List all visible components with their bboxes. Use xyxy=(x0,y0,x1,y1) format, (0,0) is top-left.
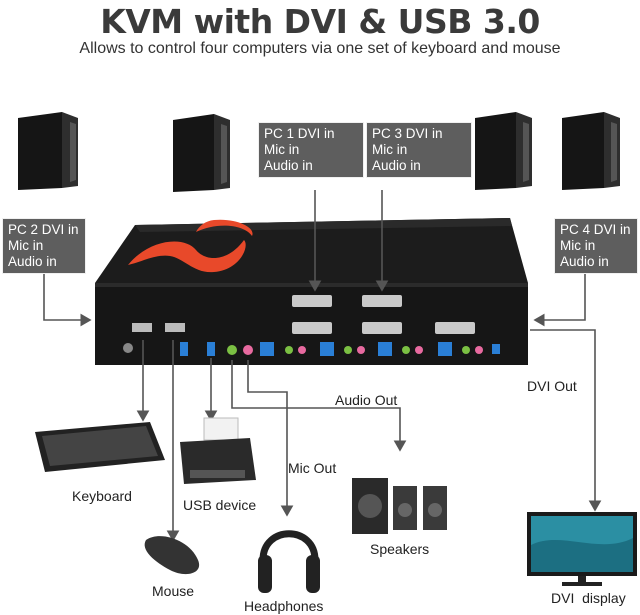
pc3-label-line: Audio in xyxy=(372,158,421,173)
pc2-label-line: Audio in xyxy=(8,254,57,269)
pc4-label: PC 4 DVI in Mic in Audio in xyxy=(554,218,638,274)
dvi-out-label: DVI Out xyxy=(527,378,577,394)
printer-icon xyxy=(180,417,256,484)
pc1-label-line: PC 1 DVI in xyxy=(264,126,335,141)
page-title: KVM with DVI & USB 3.0 xyxy=(100,2,540,41)
pc3-tower-icon xyxy=(475,112,532,190)
pc2-label: PC 2 DVI in Mic in Audio in xyxy=(2,218,86,274)
pc2-tower-icon xyxy=(18,112,78,190)
dvi-display-label: DVI display xyxy=(551,590,626,606)
mic-out-label: Mic Out xyxy=(288,460,337,476)
mouse-label: Mouse xyxy=(152,583,195,599)
pc1-label-line: Mic in xyxy=(264,142,300,157)
pc1-tower-icon xyxy=(173,114,230,192)
keyboard-label: Keyboard xyxy=(72,488,132,504)
mouse-icon xyxy=(144,536,200,575)
pc3-label-line: Mic in xyxy=(372,142,408,157)
pc4-label-line: PC 4 DVI in xyxy=(560,222,631,237)
pc3-label-line: PC 3 DVI in xyxy=(372,126,443,141)
usb-device-label: USB device xyxy=(183,497,257,513)
pc1-label-line: Audio in xyxy=(264,158,313,173)
pc4-label-line: Audio in xyxy=(560,254,609,269)
speakers-label: Speakers xyxy=(370,541,430,557)
pc1-label: PC 1 DVI in Mic in Audio in xyxy=(258,122,364,178)
logo-icon xyxy=(128,240,246,273)
headphones-icon xyxy=(258,530,320,593)
keyboard-icon xyxy=(35,422,165,472)
pc2-label-line: Mic in xyxy=(8,238,44,253)
kvm-switch-icon xyxy=(95,218,528,365)
pc3-label: PC 3 DVI in Mic in Audio in xyxy=(366,122,472,178)
speakers-icon xyxy=(352,478,447,534)
pc4-tower-icon xyxy=(562,112,620,190)
audio-out-label: Audio Out xyxy=(335,392,398,408)
pc2-label-line: PC 2 DVI in xyxy=(8,222,79,237)
headphones-label: Headphones xyxy=(244,598,324,614)
monitor-icon xyxy=(527,512,637,586)
page-subtitle: Allows to control four computers via one… xyxy=(79,40,561,57)
pc4-label-line: Mic in xyxy=(560,238,596,253)
